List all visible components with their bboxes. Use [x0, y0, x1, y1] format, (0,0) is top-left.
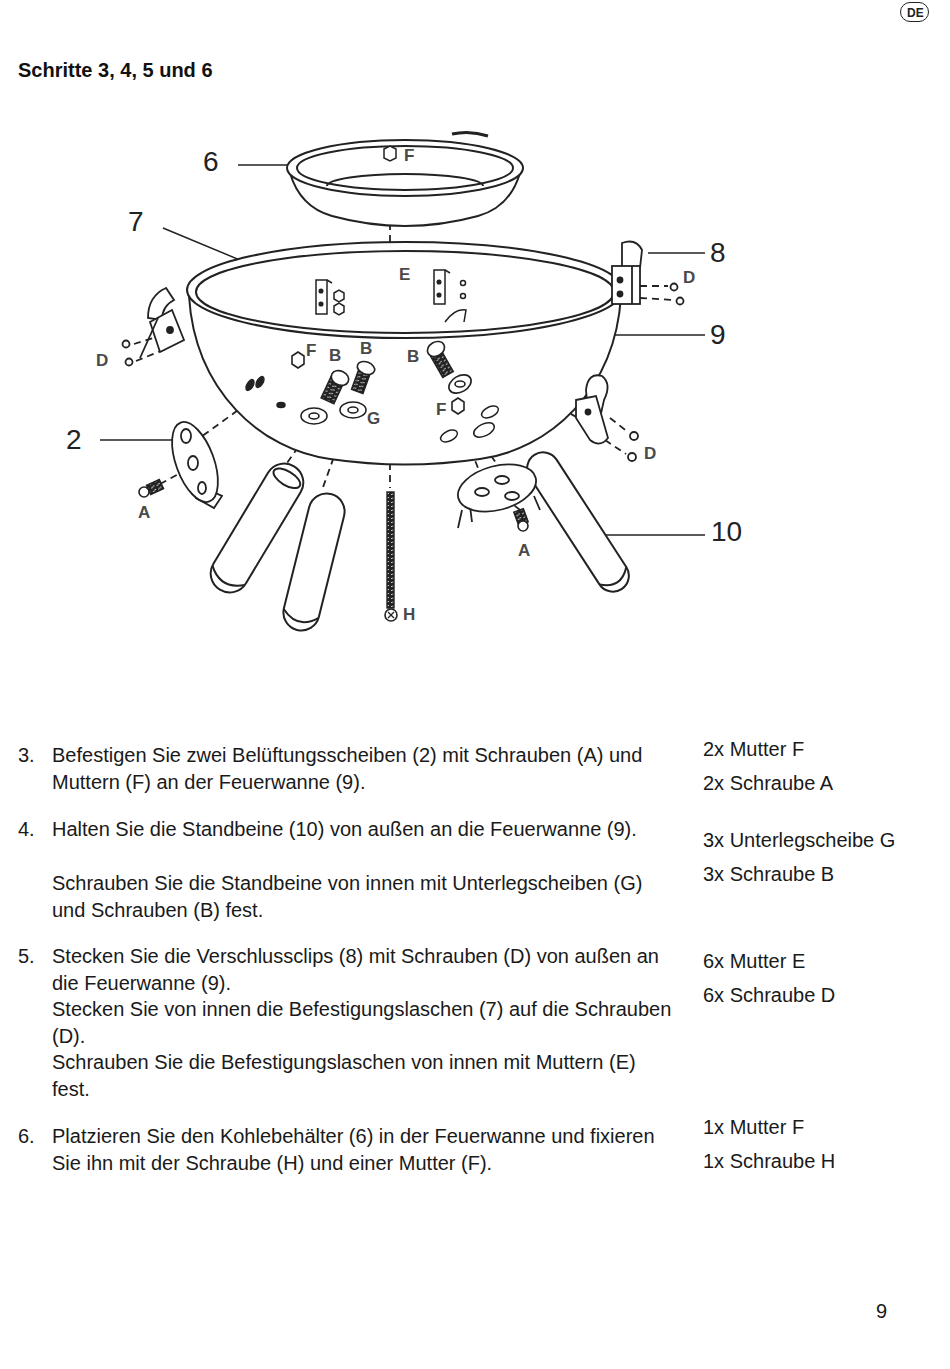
instruction-text: 6.	[18, 1123, 35, 1150]
part-letter: E	[399, 265, 410, 284]
language-badge: DE	[900, 2, 929, 22]
callout-number: 8	[710, 237, 726, 269]
part-letter: F	[404, 146, 414, 165]
instruction-text: Halten Sie die Standbeine (10) von außen…	[52, 816, 677, 843]
page-heading: Schritte 3, 4, 5 und 6	[18, 58, 213, 82]
part-letter: B	[329, 346, 341, 365]
part-letter: G	[367, 409, 380, 428]
instruction-text: 5.	[18, 943, 35, 970]
callout-number: 6	[203, 146, 219, 178]
callout-number: 7	[128, 206, 144, 238]
instruction-text: 3x Schraube B	[703, 861, 834, 888]
part-letter: A	[518, 541, 530, 560]
instruction-text: Stecken Sie die Verschlussclips (8) mit …	[52, 943, 677, 997]
callout-number: 9	[710, 319, 726, 351]
instruction-text: 6x Mutter E	[703, 948, 805, 975]
instruction-text: 3.	[18, 742, 35, 769]
instruction-text: 1x Schraube H	[703, 1148, 835, 1175]
part-letter: A	[138, 503, 150, 522]
page-number: 9	[876, 1298, 887, 1325]
instruction-text: Platzieren Sie den Kohlebehälter (6) in …	[52, 1123, 677, 1177]
instruction-text: 2x Schraube A	[703, 770, 833, 797]
instruction-text: 4.	[18, 816, 35, 843]
callout-number: 10	[711, 516, 742, 548]
instruction-text: Stecken Sie von innen die Befestigungsla…	[52, 996, 677, 1050]
instruction-text: 1x Mutter F	[703, 1114, 804, 1141]
part-letter: H	[403, 605, 415, 624]
instruction-text: Befestigen Sie zwei Belüftungsscheiben (…	[52, 742, 677, 796]
part-letter: F	[436, 400, 446, 419]
part-letter: B	[407, 347, 419, 366]
part-letter: D	[683, 268, 695, 287]
part-letter: B	[360, 339, 372, 358]
instruction-text: 6x Schraube D	[703, 982, 835, 1009]
badge-text: DE	[907, 6, 928, 20]
part-letter: D	[644, 444, 656, 463]
callout-number: 2	[66, 424, 82, 456]
instruction-text: 3x Unterlegscheibe G	[703, 827, 895, 854]
part-letter: F	[306, 341, 316, 360]
instruction-text: Schrauben Sie die Standbeine von innen m…	[52, 870, 677, 924]
instruction-text: 2x Mutter F	[703, 736, 804, 763]
part-letter: D	[96, 351, 108, 370]
instruction-text: Schrauben Sie die Befestigungslaschen vo…	[52, 1049, 677, 1103]
